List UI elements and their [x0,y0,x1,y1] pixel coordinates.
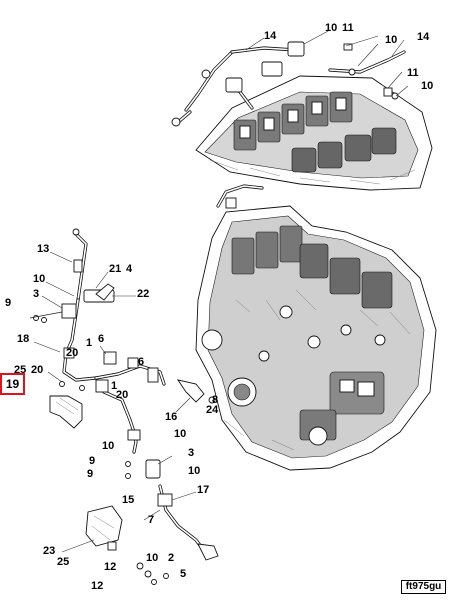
callout-20-mid: 20 [66,347,78,359]
callout-10-left-1: 10 [33,273,45,285]
callout-6-upper: 6 [98,333,104,345]
callout-9-lower-1: 9 [89,455,95,467]
callout-12-upper: 12 [104,561,116,573]
callout-10-mid-right: 10 [174,428,186,440]
top-injector-blocks [233,91,397,173]
callout-23: 23 [43,545,55,557]
callout-1-upper: 1 [86,337,92,349]
callout-6-lower: 6 [138,356,144,368]
callout-25-bottom: 25 [57,556,69,568]
callout-10-right: 10 [421,80,433,92]
callout-3-left: 3 [33,288,39,300]
callout-7: 7 [148,514,154,526]
callout-16: 16 [165,411,177,423]
callout-21: 21 [109,263,121,275]
callout-10-top: 10 [325,22,337,34]
callout-14-top-left: 14 [264,30,277,42]
callout-5: 5 [180,568,186,580]
callout-14-top-right: 14 [417,31,430,43]
callout-22: 22 [137,288,149,300]
figure-id-label: ft975gu [401,580,446,594]
callout-labels: 14 10 11 10 14 11 10 13 10 21 4 3 22 9 1… [5,22,433,592]
callout-18: 18 [17,333,29,345]
top-cylinder-head-assembly [171,29,433,191]
callout-20-lower: 20 [116,389,128,401]
callout-10-mid-left: 10 [102,440,114,452]
callout-10-lower-right: 10 [188,465,200,477]
callout-15: 15 [122,494,134,506]
fuel-line-assembly [29,228,219,585]
callout-13: 13 [37,243,49,255]
callout-9-lower-2: 9 [87,468,93,480]
callout-17: 17 [197,484,209,496]
highlighted-callout-label: 19 [5,377,20,391]
engine-block [195,184,437,471]
callout-1-lower: 1 [111,380,117,392]
callout-11-right: 11 [407,67,419,79]
callout-12-lower: 12 [91,580,103,592]
callout-3-lower: 3 [188,447,194,459]
callout-11-top: 11 [342,22,354,34]
callout-10-bottom: 10 [146,552,158,564]
callout-10-top-right: 10 [385,34,397,46]
callout-2: 2 [168,552,174,564]
callout-4: 4 [126,263,133,275]
highlighted-callout-box[interactable]: 19 [0,373,25,395]
callout-8: 8 [212,394,218,406]
callout-20-left: 20 [31,364,43,376]
callout-9-left: 9 [5,297,11,309]
callout-24: 24 [206,404,219,416]
